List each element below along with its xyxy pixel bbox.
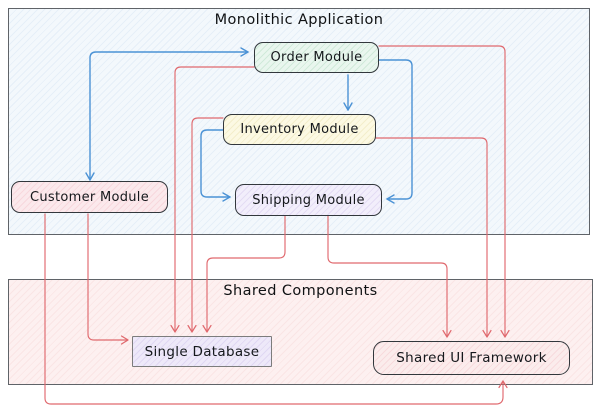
edge-customer-order-arrow xyxy=(85,47,249,181)
order-module-node: Order Module xyxy=(254,42,379,73)
edge-order-shipping-arrow xyxy=(378,59,413,204)
shared-ui-framework-label: Shared UI Framework xyxy=(396,350,547,366)
edge-order-ui-arrow xyxy=(378,45,510,338)
monolithic-application-title: Monolithic Application xyxy=(214,12,384,28)
customer-module-label: Customer Module xyxy=(29,189,150,205)
edge-inventory-shipping-arrow xyxy=(200,129,231,202)
shared-components-title: Shared Components xyxy=(223,283,378,299)
edge-inventory-database-arrow xyxy=(187,117,224,333)
edge-shipping-database-arrow xyxy=(202,215,286,333)
single-database-label: Single Database xyxy=(144,343,260,360)
edge-customer-database-arrow xyxy=(87,213,129,345)
shipping-module-node: Shipping Module xyxy=(235,184,382,216)
inventory-module-node: Inventory Module xyxy=(223,114,376,145)
edge-shipping-ui-arrow xyxy=(327,215,452,338)
shared-ui-framework-node: Shared UI Framework xyxy=(373,341,570,375)
customer-module-node: Customer Module xyxy=(11,181,168,213)
edge-order-database-arrow xyxy=(170,66,255,333)
shipping-module-label: Shipping Module xyxy=(252,192,365,208)
edge-inventory-ui-arrow xyxy=(375,137,492,338)
order-module-label: Order Module xyxy=(270,50,363,65)
edge-customer-ui-arrow xyxy=(44,213,508,405)
inventory-module-label: Inventory Module xyxy=(240,122,359,137)
single-database-node: Single Database xyxy=(132,336,272,367)
